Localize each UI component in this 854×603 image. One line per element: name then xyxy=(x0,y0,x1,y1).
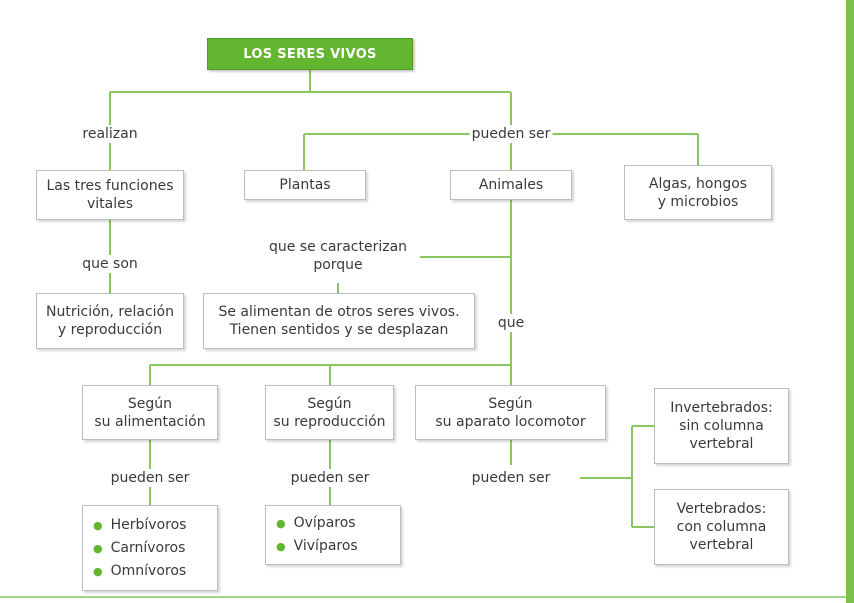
label-que-se-caracterizan: que se caracterizan porque xyxy=(266,238,410,274)
title-text: LOS SERES VIVOS xyxy=(243,46,377,62)
list-alimentacion: ●Herbívoros ●Carnívoros ●Omnívoros xyxy=(93,514,186,583)
box-plantas: Plantas xyxy=(244,170,366,200)
list-item-herbivoros: ●Herbívoros xyxy=(93,516,187,533)
label-pueden-ser-reproduccion: pueden ser xyxy=(288,469,372,487)
list-item-carnivoros: ●Carnívoros xyxy=(93,539,186,556)
box-segun-alimentacion: Según su alimentación xyxy=(82,385,218,440)
bullet-icon: ● xyxy=(93,564,103,578)
box-caracteristicas: Se alimentan de otros seres vivos. Tiene… xyxy=(203,293,475,349)
box-funciones-vitales: Las tres funciones vitales xyxy=(36,170,184,220)
list-reproduccion: ●Ovíparos ●Vivíparos xyxy=(276,512,358,558)
list-item-oviparos: ●Ovíparos xyxy=(276,515,356,531)
bullet-icon: ● xyxy=(276,517,286,530)
list-item-omnivoros: ●Omnívoros xyxy=(93,562,187,579)
box-nutricion: Nutrición, relación y reproducción xyxy=(36,293,184,349)
bullet-icon: ● xyxy=(276,540,286,553)
box-segun-reproduccion: Según su reproducción xyxy=(265,385,394,440)
box-vertebrados: Vertebrados: con columna vertebral xyxy=(654,489,789,565)
box-list-alimentacion: ●Herbívoros ●Carnívoros ●Omnívoros xyxy=(82,505,218,591)
right-accent-bar xyxy=(846,0,854,603)
label-pueden-ser-alimentacion: pueden ser xyxy=(108,469,192,487)
label-que-son: que son xyxy=(80,255,140,273)
bottom-rule xyxy=(0,596,846,598)
list-item-viviparos: ●Vivíparos xyxy=(276,538,358,554)
box-animales: Animales xyxy=(450,170,572,200)
label-que: que xyxy=(495,314,527,332)
label-pueden-ser-locomotor: pueden ser xyxy=(469,469,553,487)
box-list-reproduccion: ●Ovíparos ●Vivíparos xyxy=(265,505,401,565)
bullet-icon: ● xyxy=(93,541,103,555)
box-algas: Algas, hongos y microbios xyxy=(624,165,772,220)
box-segun-locomotor: Según su aparato locomotor xyxy=(415,385,606,440)
box-invertebrados: Invertebrados: sin columna vertebral xyxy=(654,388,789,464)
bullet-icon: ● xyxy=(93,518,103,532)
title-box: LOS SERES VIVOS xyxy=(207,38,413,70)
label-realizan: realizan xyxy=(80,125,140,143)
label-pueden-ser-top: pueden ser xyxy=(469,125,553,143)
